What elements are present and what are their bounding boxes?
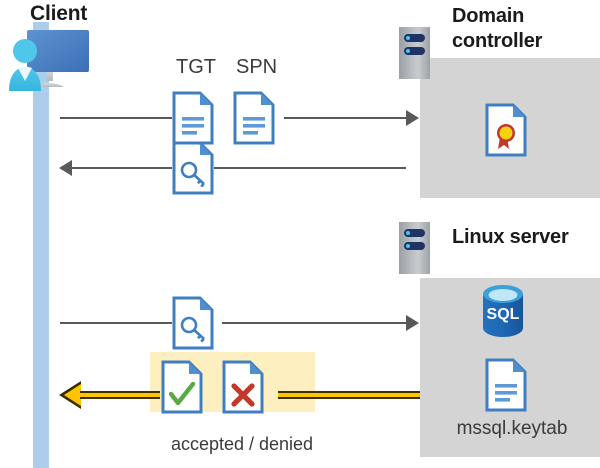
linux-server-title: Linux server — [452, 226, 569, 248]
arrow-line-keydoc-to-client — [71, 167, 172, 169]
server-led-2 — [404, 47, 425, 55]
arrow-line-client-to-keydoc-lower — [60, 322, 172, 324]
arrow-line-spn-to-dc — [284, 117, 406, 119]
server-led-1 — [404, 34, 425, 42]
sql-database-label: SQL — [487, 306, 520, 323]
keytab-filename-label: mssql.keytab — [456, 418, 568, 439]
accepted-document-icon — [161, 360, 209, 415]
domain-controller-title-line1: Domain — [452, 5, 525, 27]
response-arrow-segment-left — [80, 391, 160, 399]
arrowhead-to-domain-controller — [406, 110, 419, 126]
domain-controller-server-icon — [399, 27, 430, 79]
accepted-denied-label: accepted / denied — [170, 434, 314, 454]
domain-controller-title-line2: controller — [452, 30, 543, 52]
client-title: Client — [30, 2, 88, 25]
keytab-document-icon — [485, 358, 527, 412]
arrowhead-to-linux-server — [406, 315, 419, 331]
denied-document-icon — [222, 360, 270, 415]
key-document-icon-lower — [172, 296, 214, 350]
server-led-1 — [404, 229, 425, 237]
workstation-user-icon — [5, 25, 95, 100]
arrow-line-dc-to-keydoc — [214, 167, 406, 169]
arrow-line-client-to-tgt — [60, 117, 172, 119]
client-lifeline — [33, 22, 49, 468]
tgt-document-icon — [172, 91, 214, 145]
tgt-label: TGT — [176, 56, 216, 78]
domain-controller-title: Domain controller — [452, 4, 592, 54]
arrow-line-keydoc-to-linux — [222, 322, 406, 324]
sql-database-icon: SQL — [478, 282, 528, 340]
server-led-2 — [404, 242, 425, 250]
spn-label: SPN — [236, 56, 278, 78]
certificate-document-icon — [485, 103, 527, 157]
key-document-icon-upper — [172, 141, 214, 195]
arrowhead-to-client-upper — [59, 160, 72, 176]
response-arrow-segment-right — [278, 391, 420, 399]
linux-server-server-icon — [399, 222, 430, 274]
spn-document-icon — [233, 91, 275, 145]
arrowhead-to-client-yellow-fill — [64, 384, 81, 406]
